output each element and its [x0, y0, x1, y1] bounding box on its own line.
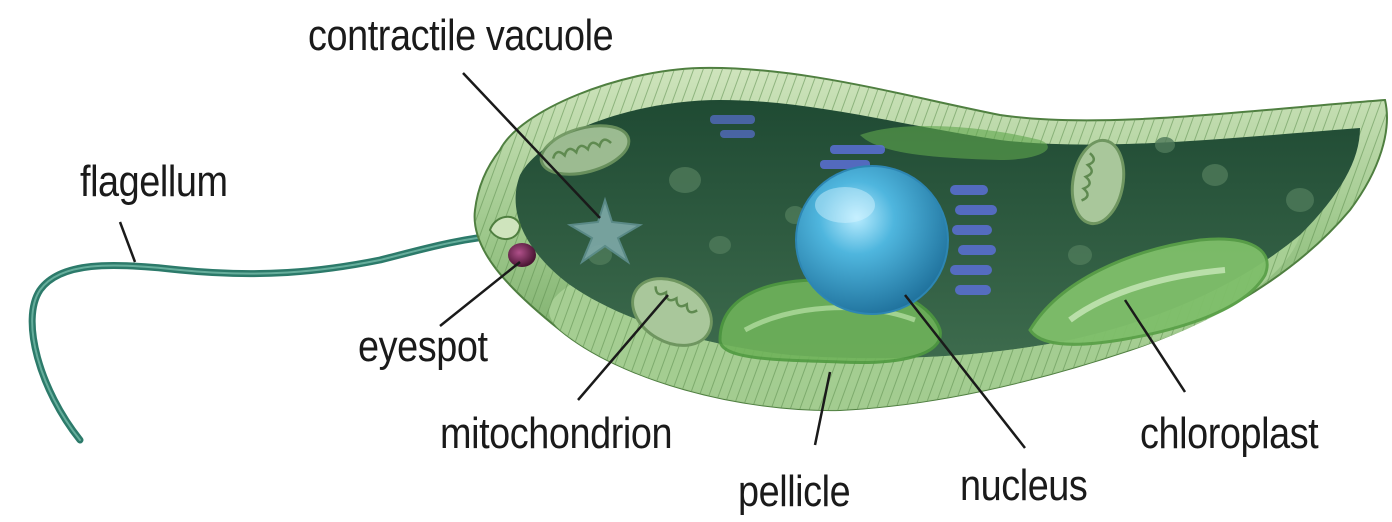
nucleus-shape — [796, 166, 948, 314]
leader-flagellum — [120, 222, 135, 262]
label-pellicle: pellicle — [738, 470, 850, 514]
label-eyespot: eyespot — [358, 325, 488, 369]
leader-eyespot — [440, 262, 520, 326]
label-mitochondrion: mitochondrion — [440, 412, 672, 456]
label-chloroplast: chloroplast — [1140, 412, 1318, 456]
eyespot-shape — [508, 243, 536, 267]
label-contractile-vacuole: contractile vacuole — [308, 14, 613, 58]
label-flagellum: flagellum — [80, 160, 228, 204]
label-nucleus: nucleus — [960, 464, 1087, 508]
